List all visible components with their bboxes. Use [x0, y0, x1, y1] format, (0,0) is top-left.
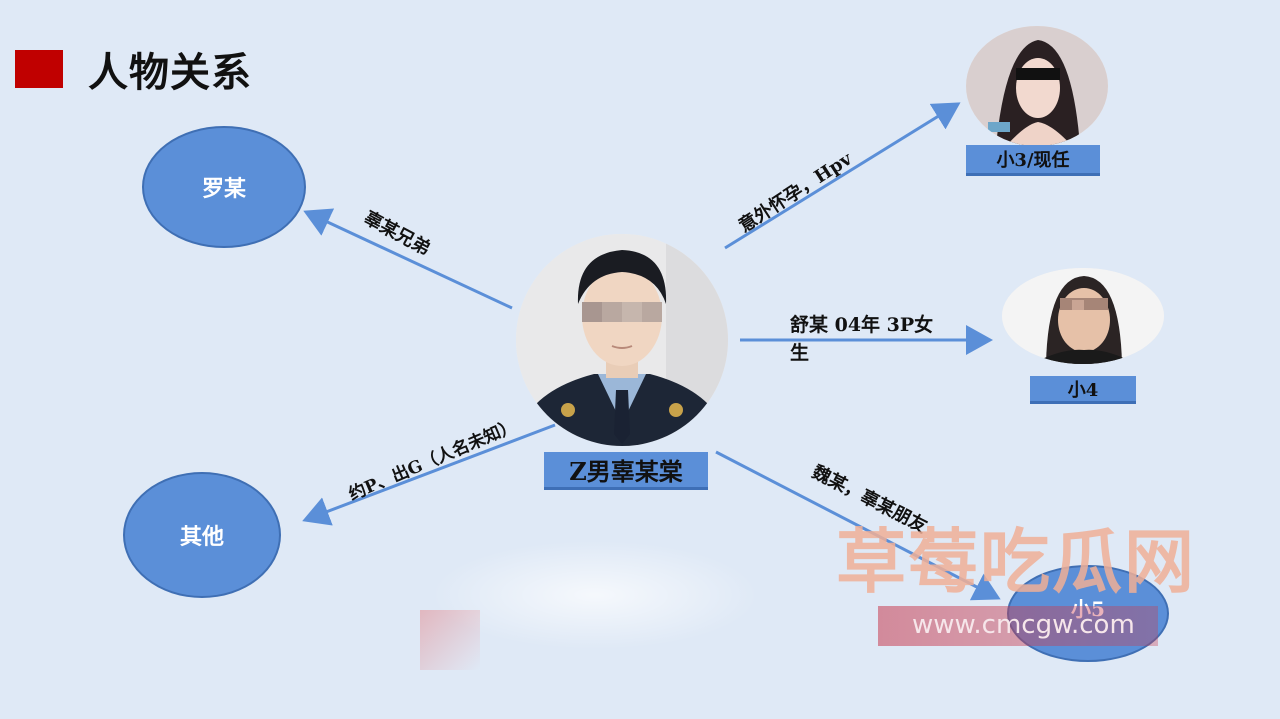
- xiao4-photo: [1002, 268, 1164, 364]
- arrow-to-qita: [302, 423, 556, 526]
- xiao3-label: 小3/现任: [996, 150, 1070, 171]
- watermark-glow: [430, 540, 760, 650]
- edge-label-xiao4-line1: 舒某 04年 3P女: [790, 314, 934, 336]
- edge-label-xiao4-line2: 生: [790, 342, 810, 364]
- center-person-label-box: Z男辜某棠: [544, 452, 708, 490]
- node-qita: 其他: [123, 472, 281, 598]
- xiao3-label-box: 小3/现任: [966, 145, 1100, 176]
- arrow-to-luomou: [303, 208, 513, 310]
- page-title: 人物关系: [88, 49, 252, 96]
- node-qita-label: 其他: [179, 524, 224, 550]
- watermark-red-corner: [420, 610, 480, 670]
- node-luomou-label: 罗某: [201, 176, 246, 202]
- arrow-to-xiao5: [715, 450, 1001, 601]
- watermark-url-background: [878, 606, 1158, 646]
- xiao4-label: 小4: [1067, 379, 1099, 401]
- center-person-label: Z男辜某棠: [569, 457, 683, 486]
- node-luomou: 罗某: [142, 126, 306, 248]
- watermark-text: 草莓吃瓜网: [836, 521, 1196, 603]
- arrow-to-xiao3: [724, 102, 961, 250]
- title-marker: [15, 50, 63, 88]
- xiao4-label-box: 小4: [1030, 376, 1136, 404]
- xiao3-photo: [966, 26, 1108, 146]
- center-person-photo: [516, 234, 728, 446]
- watermark-url: www.cmcgw.com: [912, 610, 1135, 640]
